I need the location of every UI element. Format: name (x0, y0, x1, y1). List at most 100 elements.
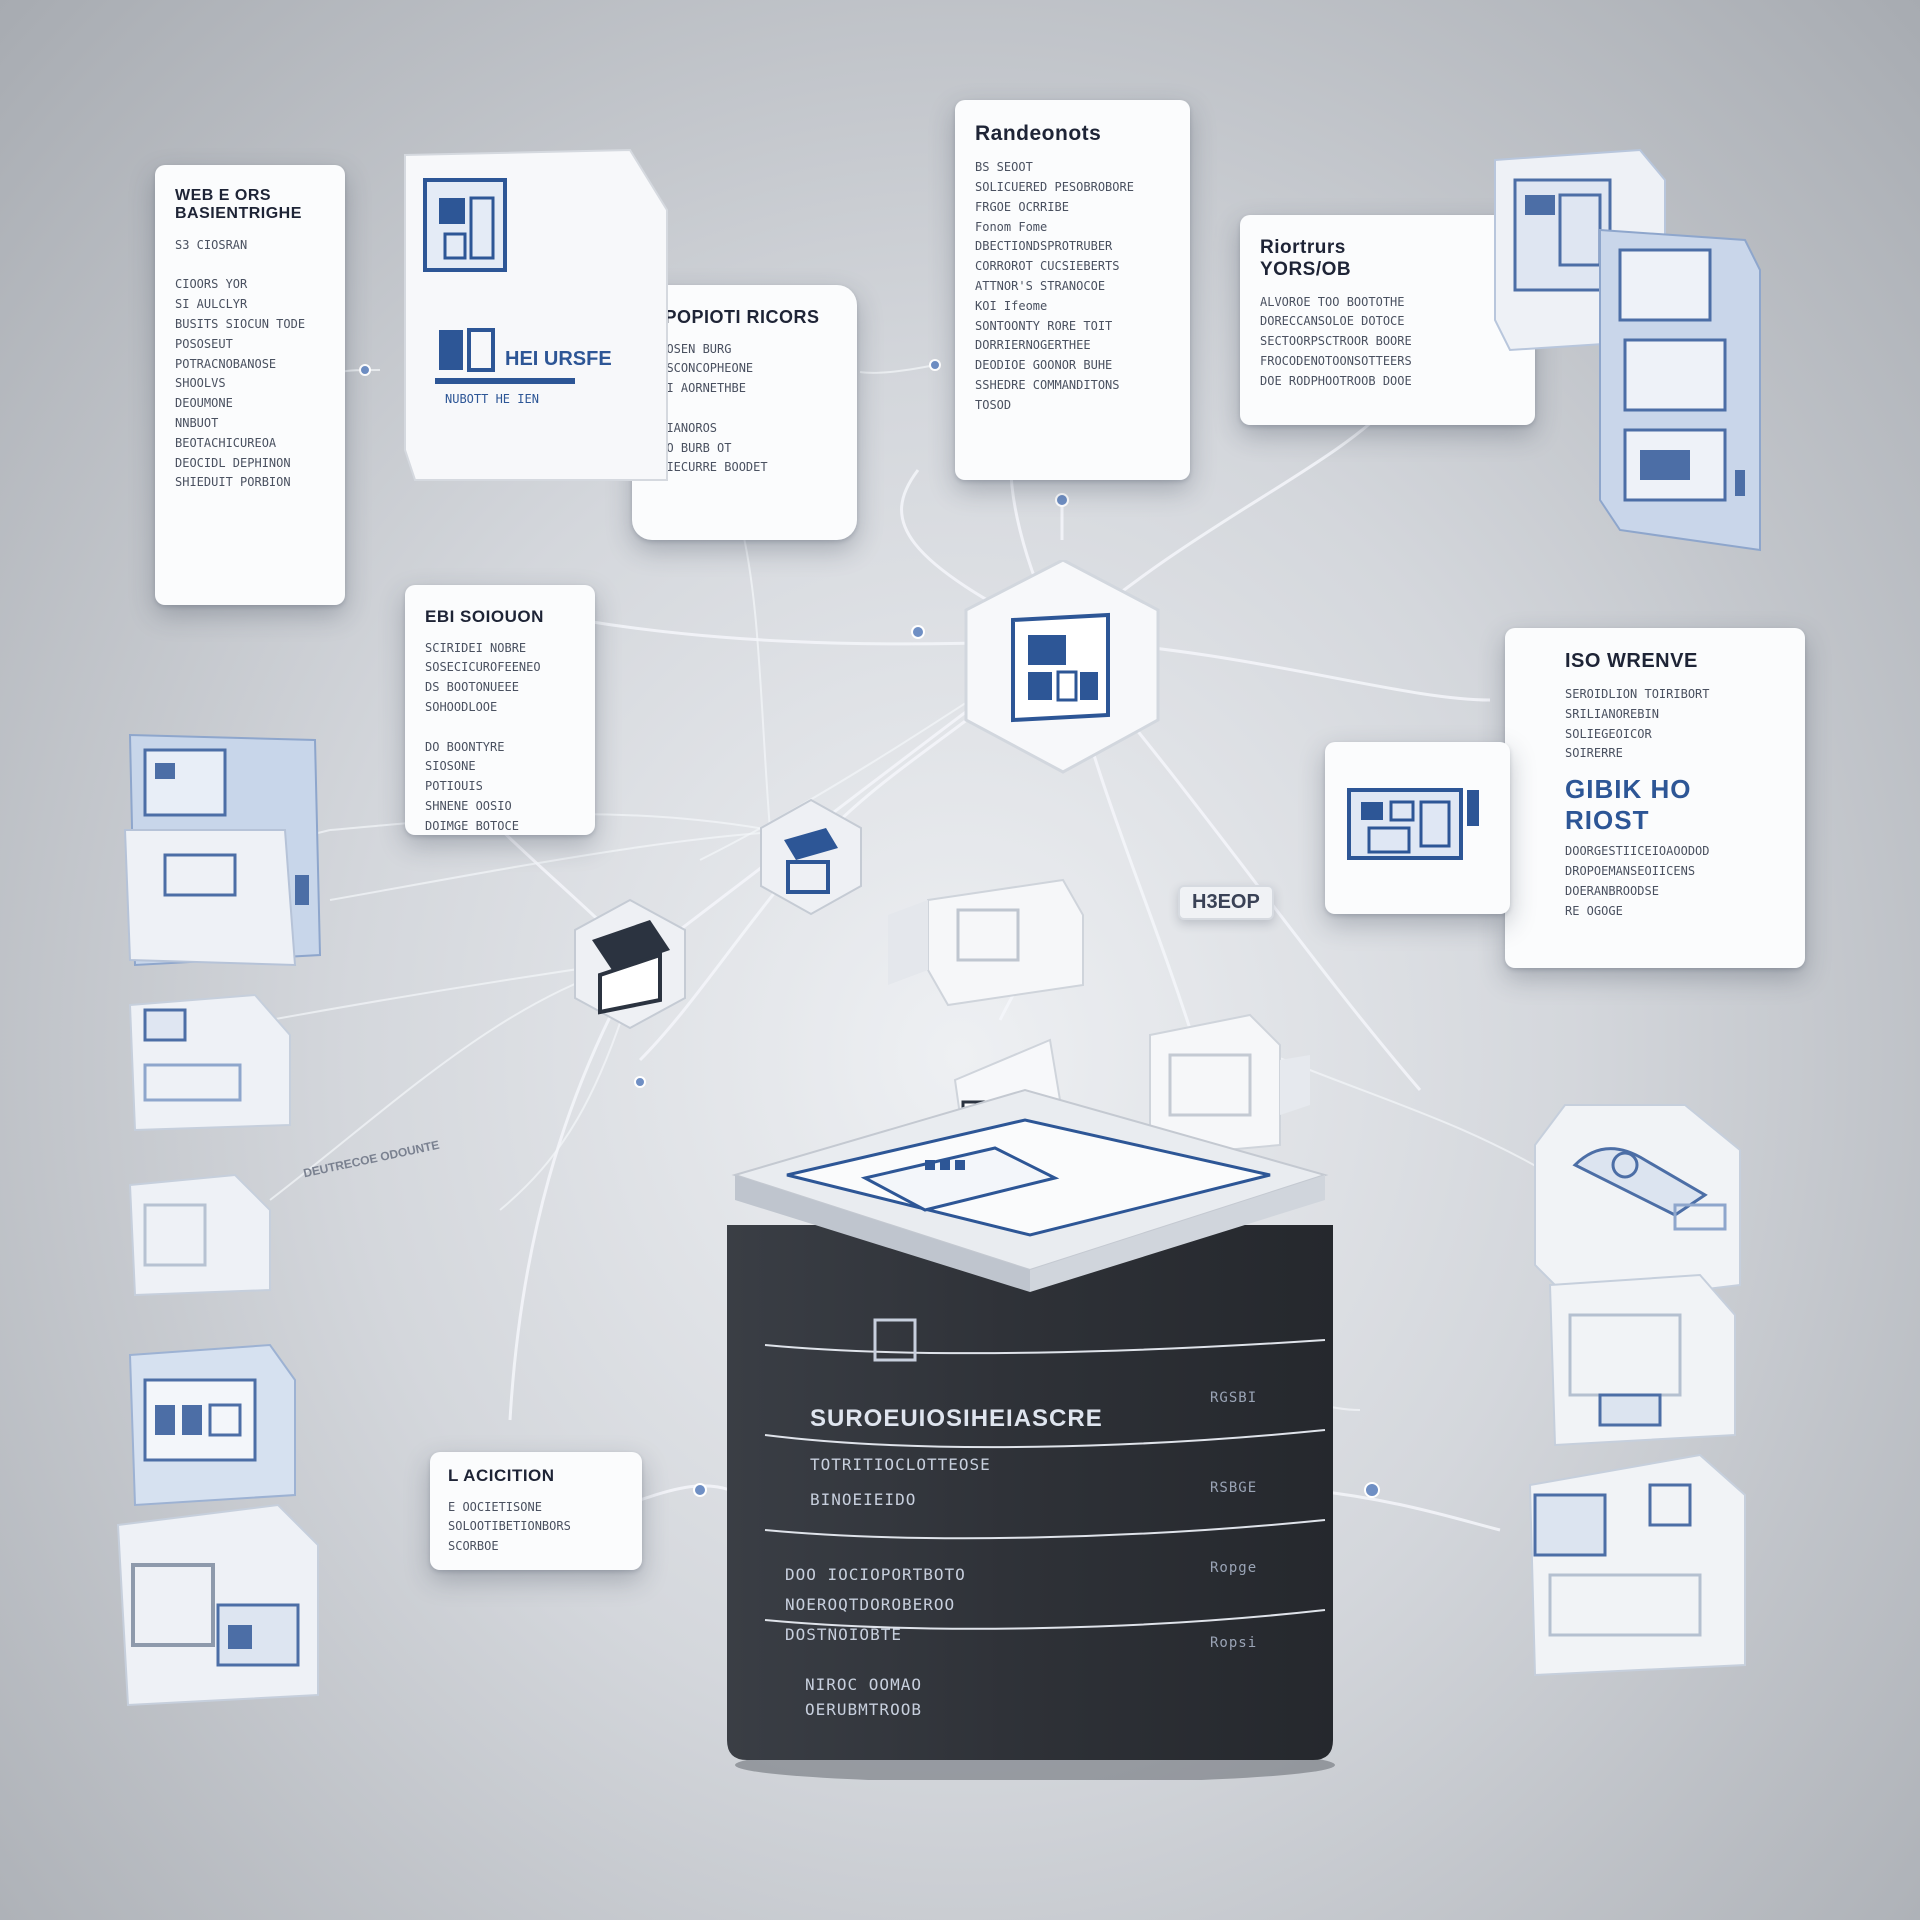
building-icon (1325, 742, 1510, 914)
server-side-label: Ropsi (1210, 1635, 1257, 1651)
card-line (425, 718, 575, 738)
cabinet-right-2 (1540, 1275, 1740, 1450)
card-title: L ACICITION (448, 1466, 624, 1486)
card-line: DORECCANSOLOE DOTOCE (1260, 312, 1515, 332)
card-line: ALVOROE TOO BOOTOTHE (1260, 293, 1515, 313)
server-label: NOEROQTDOROBEROO (785, 1595, 955, 1614)
card-line: DOORGESTIICEIOAOODOD (1565, 842, 1785, 862)
card-title: Randeonots (975, 122, 1170, 146)
cabinet-left-4 (120, 1345, 300, 1510)
card-title: SPOPIOTI RICORS (652, 307, 837, 328)
document-box-top-left: HEI URSFE NUBOTT HE IEN (405, 150, 670, 485)
card-line: KOI Ifeome (975, 297, 1170, 317)
card-line: OTI AORNETHBE (652, 379, 837, 399)
card-line: DEOUMONE (175, 394, 325, 414)
card-line: SRILIANOREBIN (1565, 705, 1785, 725)
card-line: NNBUOT (175, 414, 325, 434)
box-label: HEI URSFE (505, 348, 612, 371)
hex-node-upper (756, 800, 866, 920)
card-title: WEB E ORS BASIENTRIGHE (175, 187, 325, 224)
card-line: POSOSEUT (175, 335, 325, 355)
card-line: SCORBOE (448, 1537, 624, 1557)
card-line: DEODIOE GOONOR BUHE (975, 356, 1170, 376)
card-line (175, 256, 325, 276)
card-line: DBECTIONDSPROTRUBER (975, 237, 1170, 257)
card-line: SOHOODLOOE (425, 698, 575, 718)
card-line: E OOCIETISONE (448, 1498, 624, 1518)
node-tag-center-right: H3EOP (1178, 885, 1274, 920)
card-line: DROPOEMANSEOIICENS (1565, 862, 1785, 882)
server-label: BINOEIEIDO (810, 1490, 916, 1509)
server-label: TOTRITIOCLOTTEOSE (810, 1455, 991, 1474)
card-line: SCIRIDEI NOBRE (425, 639, 575, 659)
card-line (652, 399, 837, 419)
central-hub-node (958, 560, 1168, 780)
info-card-top-left: WEB E ORS BASIENTRIGHE S3 CIOSRAN CIOORS… (155, 165, 345, 605)
card-line: CORROROT CUCSIEBERTS (975, 257, 1170, 277)
card-line: DOE RODPHOOTROOB DOOE (1260, 372, 1515, 392)
card-line: S3 CIOSRAN (175, 236, 325, 256)
card-line: SOIRERRE (1565, 744, 1785, 764)
card-line: ATTNOR'S STRANOCOE (975, 277, 1170, 297)
box-sublabel: NUBOTT HE IEN (445, 392, 539, 406)
server-label: OERUBMTROOB (805, 1700, 922, 1719)
cabinet-left-2 (125, 995, 295, 1140)
server-side-label: RGSBI (1210, 1390, 1257, 1406)
card-line: SHNENE OOSIO (425, 797, 575, 817)
card-line: FROCODENOTOONSOTTEERS (1260, 352, 1515, 372)
card-line: SOLOOTIBETIONBORS (448, 1517, 624, 1537)
card-line: SEROIDLION TOIRIBORT (1565, 685, 1785, 705)
card-line: DISCONCOPHEONE (652, 359, 837, 379)
card-line: Fonom Fome (975, 218, 1170, 238)
card-line: SHIEDUIT PORBION (175, 473, 325, 493)
card-line: SHOOLVS (175, 374, 325, 394)
icon-panel-mid-right (1325, 742, 1510, 914)
card-line: DOIMGE BOTOCE (425, 817, 575, 837)
card-line: SONTOONTY RORE TOIT (975, 317, 1170, 337)
card-line: SCIECURRE BOODET (652, 458, 837, 478)
card-line: DORRIERNOGERTHEE (975, 336, 1170, 356)
server-label: SUROEUIOSIHEIASCRE (810, 1405, 1103, 1433)
card-line: ALIANOROS (652, 419, 837, 439)
cabinet-right-3 (1520, 1455, 1750, 1680)
cabinet-stack-top-right (1490, 150, 1770, 555)
card-line: DOERANBROODSE (1565, 882, 1785, 902)
card-line: SI AULCLYR (175, 295, 325, 315)
card-line: BS SEOOT (975, 158, 1170, 178)
hex-node-lower (570, 900, 690, 1035)
card-title: EBI SOIOUON (425, 607, 575, 627)
card-line: DO BOONTYRE (425, 738, 575, 758)
server-label: DOSTNOIOBTE (785, 1625, 902, 1644)
card-line: SOLIEGEOICOR (1565, 725, 1785, 745)
card-line: POTRACNOBANOSE (175, 355, 325, 375)
card-line: DEOCIDL DEPHINON (175, 454, 325, 474)
central-server: SUROEUIOSIHEIASCRE TOTRITIOCLOTTEOSE BIN… (725, 1060, 1335, 1780)
card-line: SSHEDRE COMMANDITONS (975, 376, 1170, 396)
cabinet-left-3 (125, 1175, 275, 1300)
card-title: Riortrurs YORS/OB (1260, 237, 1515, 281)
card-line: CIOORS YOR (175, 275, 325, 295)
card-line: RE OGOGE (1565, 902, 1785, 922)
module-box-center (888, 875, 1088, 1020)
cabinet-left-1 (125, 735, 325, 970)
cabinet-left-5 (118, 1495, 348, 1710)
card-title: ISO WRENVE (1565, 650, 1785, 673)
card-lines: SCIRIDEI NOBRESOSECICUROFEENEODS BOOTONU… (425, 639, 575, 837)
card-line: RIOSEN BURG (652, 340, 837, 360)
card-line: SOLICUERED PESOBROBORE (975, 178, 1170, 198)
card-line: BUSITS SIOCUN TODE (175, 315, 325, 335)
card-line: SIOSONE (425, 757, 575, 777)
server-side-label: Ropge (1210, 1560, 1257, 1576)
card-line: BEOTACHICUREOA (175, 434, 325, 454)
server-label: NIROC OOMAO (805, 1675, 922, 1694)
